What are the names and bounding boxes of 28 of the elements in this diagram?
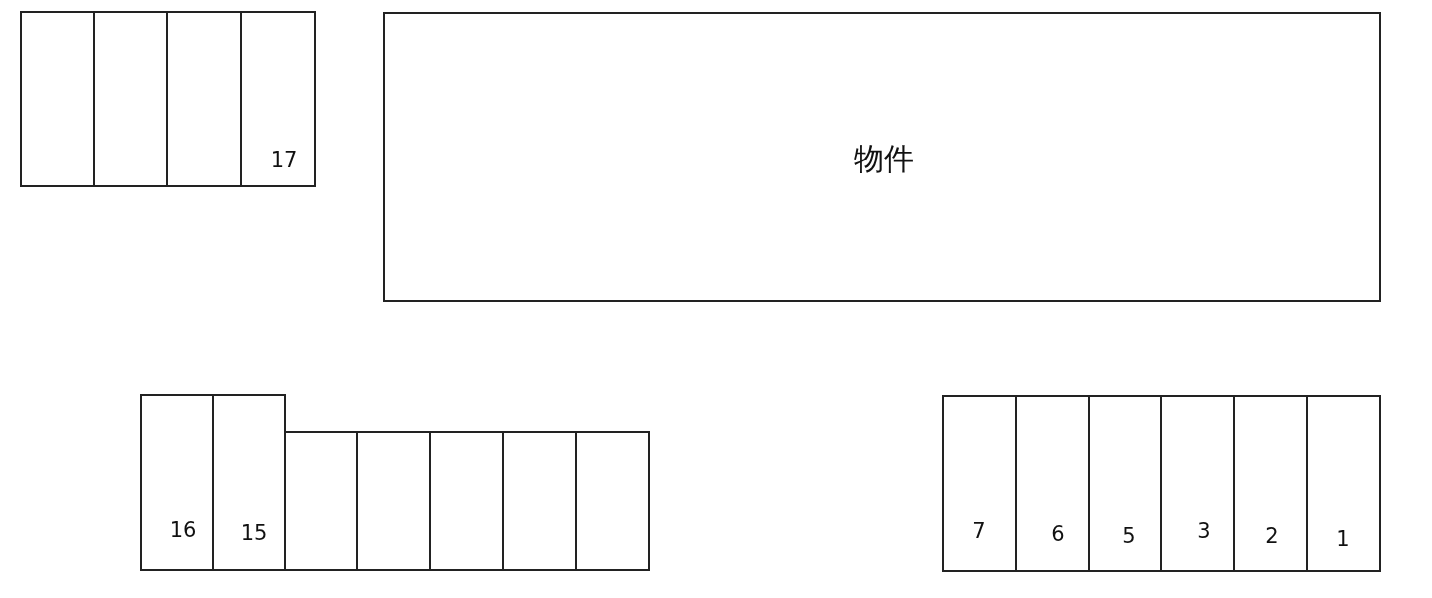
parking-space xyxy=(240,11,316,187)
space-number: 1 xyxy=(1336,528,1350,550)
parking-space xyxy=(942,395,1017,572)
space-number: 17 xyxy=(270,149,298,171)
parking-space xyxy=(575,431,650,571)
parking-space xyxy=(20,11,95,187)
space-number: 16 xyxy=(169,519,197,541)
space-number: 3 xyxy=(1197,520,1211,542)
parking-space xyxy=(1015,395,1090,572)
parking-space xyxy=(502,431,577,571)
parking-space xyxy=(93,11,169,187)
parking-space xyxy=(356,431,431,571)
parking-space xyxy=(140,394,214,571)
parking-space xyxy=(166,11,243,187)
space-number: 5 xyxy=(1122,525,1136,547)
parking-space xyxy=(1088,395,1162,572)
space-number: 15 xyxy=(240,522,268,544)
parking-space xyxy=(212,394,286,571)
parking-space xyxy=(284,431,358,571)
parking-space xyxy=(1160,395,1235,572)
parking-space xyxy=(1306,395,1381,572)
parking-space xyxy=(429,431,504,571)
parking-space xyxy=(1233,395,1308,572)
property-building xyxy=(383,12,1381,302)
space-number: 7 xyxy=(972,520,986,542)
property-label: 物件 xyxy=(854,144,914,174)
space-number: 6 xyxy=(1051,523,1065,545)
space-number: 2 xyxy=(1265,525,1279,547)
